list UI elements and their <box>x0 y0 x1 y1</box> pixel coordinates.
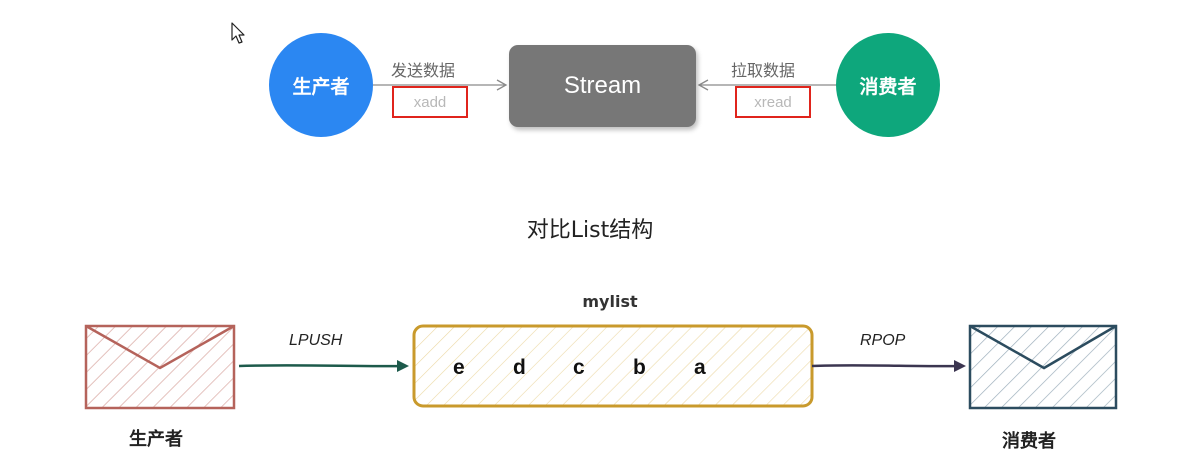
lpush-label: LPUSH <box>289 332 342 350</box>
producer-envelope-icon <box>86 326 234 408</box>
list-container <box>414 326 812 406</box>
rpop-arrow <box>812 360 966 372</box>
consumer-label: 消费者 <box>1002 427 1056 453</box>
list-item: e <box>453 356 465 380</box>
list-name: mylist <box>560 292 660 311</box>
list-item: d <box>513 356 526 380</box>
lpush-arrow <box>239 360 409 372</box>
list-item: b <box>633 356 646 380</box>
list-item: c <box>573 356 585 380</box>
rpop-label: RPOP <box>860 332 905 350</box>
producer-label: 生产者 <box>129 425 183 451</box>
list-item: a <box>694 356 706 380</box>
consumer-envelope-icon <box>970 326 1116 408</box>
